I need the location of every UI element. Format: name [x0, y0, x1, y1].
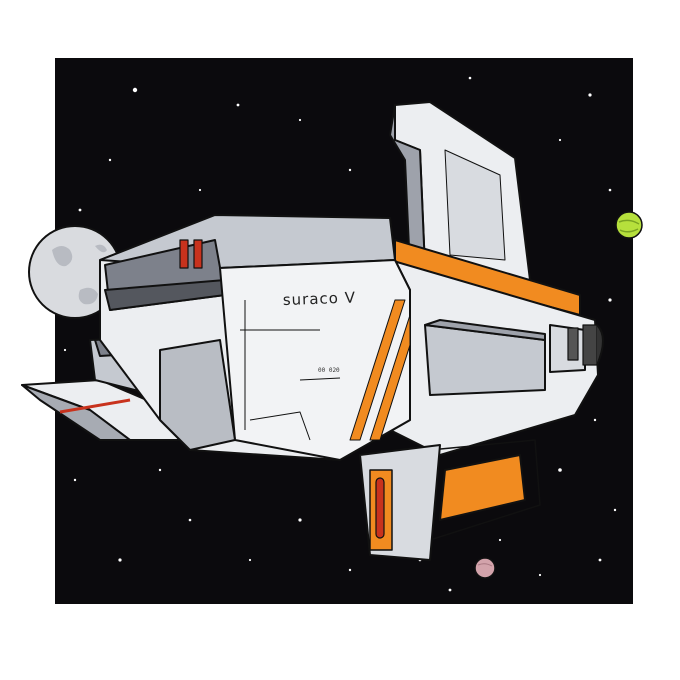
spaceship-icon: [21, 101, 604, 561]
moon-icon: [28, 225, 122, 319]
green-planet-icon: [615, 211, 643, 239]
pink-planet-icon: [474, 557, 496, 579]
ship-name-marking: suraco V: [283, 288, 357, 309]
hull-code-marking: 00 020: [318, 367, 340, 374]
